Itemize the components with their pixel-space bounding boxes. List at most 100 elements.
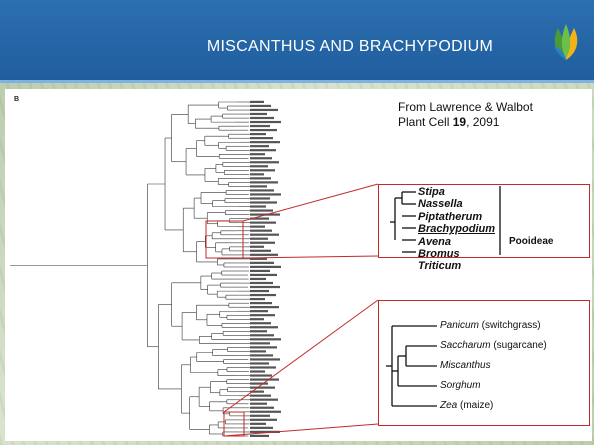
panicoideae-taxa: Panicum (switchgrass) Saccharum (sugarca…: [440, 316, 547, 416]
taxon-saccharum: Saccharum (sugarcane): [440, 340, 547, 351]
tree-taxon-label: [250, 281, 273, 285]
tree-taxon-label: [250, 221, 276, 224]
tree-taxon-label: [250, 374, 272, 377]
tree-taxon-label: [250, 297, 265, 301]
leaf-logo-icon: [554, 24, 578, 60]
tree-taxon-label: [250, 358, 280, 361]
tree-taxon-label: [250, 318, 264, 321]
tree-taxon-label: [250, 293, 276, 297]
tree-taxon-label: [250, 269, 270, 273]
tree-taxon-label: [250, 350, 266, 353]
taxon-triticum: Triticum: [418, 260, 462, 273]
tree-taxon-label: [250, 302, 272, 305]
tree-taxon-label: [250, 141, 280, 144]
tree-taxon-label: [250, 382, 268, 385]
tree-taxon-label: [250, 112, 267, 116]
tree-taxon-label: [250, 261, 274, 264]
pooideae-zoom-panel: [378, 184, 590, 258]
taxon-sorghum: Sorghum: [440, 380, 481, 391]
pooideae-label: Pooideae: [509, 236, 554, 247]
tree-taxon-label: [250, 241, 275, 244]
tree-taxon-label: [250, 116, 274, 120]
tree-taxon-label: [250, 390, 264, 393]
tree-taxon-label: [250, 342, 270, 345]
tree-taxon-label: [250, 245, 264, 248]
tree-taxon-label: [250, 153, 265, 156]
panicoideae-zoom-panel: [378, 300, 590, 426]
taxon-miscanthus: Miscanthus: [440, 360, 491, 371]
tree-taxon-label: [250, 169, 275, 172]
tree-taxon-label: [250, 132, 266, 136]
tree-taxon-label: [250, 104, 271, 108]
tree-taxon-label: [250, 145, 269, 148]
tree-taxon-label: [250, 197, 270, 200]
tree-taxon-label: [250, 285, 280, 289]
slide-header: [0, 0, 594, 82]
tree-taxon-label: [250, 378, 279, 381]
tree-taxon-label: [250, 128, 277, 132]
slide-title: MISCANTHUS AND BRACHYPODIUM: [206, 38, 494, 55]
tree-taxon-label: [250, 108, 278, 112]
tree-taxon-label: [250, 124, 270, 128]
citation-source: Plant Cell 19, 2091: [398, 115, 500, 129]
tree-taxon-label: [250, 422, 266, 425]
tree-taxon-label: [250, 306, 279, 309]
tree-taxon-label: [250, 185, 267, 188]
tree-taxon-label: [250, 237, 268, 240]
tree-taxon-label: [250, 289, 269, 293]
tree-taxon-label: [250, 326, 278, 329]
taxon-nassella: Nassella: [418, 198, 463, 211]
tree-taxon-label: [250, 165, 268, 168]
tree-taxon-label: [250, 189, 274, 192]
tree-taxon-label: [250, 233, 279, 236]
tree-taxon-label: [250, 149, 276, 152]
figure-citation: From Lawrence & Walbot Plant Cell 19, 20…: [398, 100, 588, 130]
tree-taxon-label: [250, 434, 269, 437]
tree-taxon-label: [250, 366, 276, 369]
citation-authors: From Lawrence & Walbot: [398, 100, 533, 114]
phylogenetic-tree: [10, 100, 281, 437]
tree-taxon-label: [250, 370, 265, 373]
tree-taxon-label: [250, 273, 277, 277]
tree-taxon-label: [250, 277, 266, 281]
tree-taxon-label: [250, 334, 274, 337]
tree-taxon-label: [250, 310, 268, 313]
tree-taxon-label: [250, 410, 281, 413]
tree-taxon-label: [250, 193, 281, 196]
tree-taxon-label: [250, 394, 271, 397]
taxon-piptatherum: Piptatherum: [418, 210, 483, 223]
tree-taxon-label: [250, 265, 281, 268]
tree-taxon-label: [250, 209, 273, 212]
tree-taxon-label: [250, 137, 273, 140]
tree-taxon-label: [250, 402, 267, 405]
taxon-avena: Avena: [418, 235, 452, 248]
taxon-zea: Zea (maize): [440, 400, 494, 411]
tree-taxon-label: [250, 229, 272, 232]
panel-letter: B: [14, 96, 20, 103]
tree-taxon-label: [250, 181, 278, 184]
tree-taxon-label: [250, 201, 277, 204]
taxon-stipa: Stipa: [418, 186, 445, 198]
tree-taxon-label: [250, 430, 280, 433]
tree-taxon-label: [250, 322, 271, 325]
tree-taxon-label: [250, 257, 267, 260]
tree-taxon-label: [250, 314, 275, 317]
tree-taxon-label: [250, 338, 281, 341]
tree-taxon-label: [250, 406, 274, 409]
taxon-bromus: Bromus: [418, 248, 460, 261]
tree-taxon-label: [250, 177, 271, 180]
pooideae-taxa: Stipa Nassella Piptatherum Brachypodium …: [418, 186, 495, 273]
tree-taxon-label: [250, 217, 269, 220]
header-divider: [0, 80, 594, 83]
tree-taxon-label: [250, 205, 266, 208]
tree-taxon-label: [250, 161, 279, 164]
tree-taxon-label: [250, 386, 275, 389]
taxon-panicum: Panicum (switchgrass): [440, 320, 541, 331]
tree-taxon-label: [250, 414, 270, 417]
tree-taxon-label: [250, 173, 264, 176]
tree-taxon-label: [250, 354, 273, 357]
tree-taxon-label: [250, 249, 271, 252]
